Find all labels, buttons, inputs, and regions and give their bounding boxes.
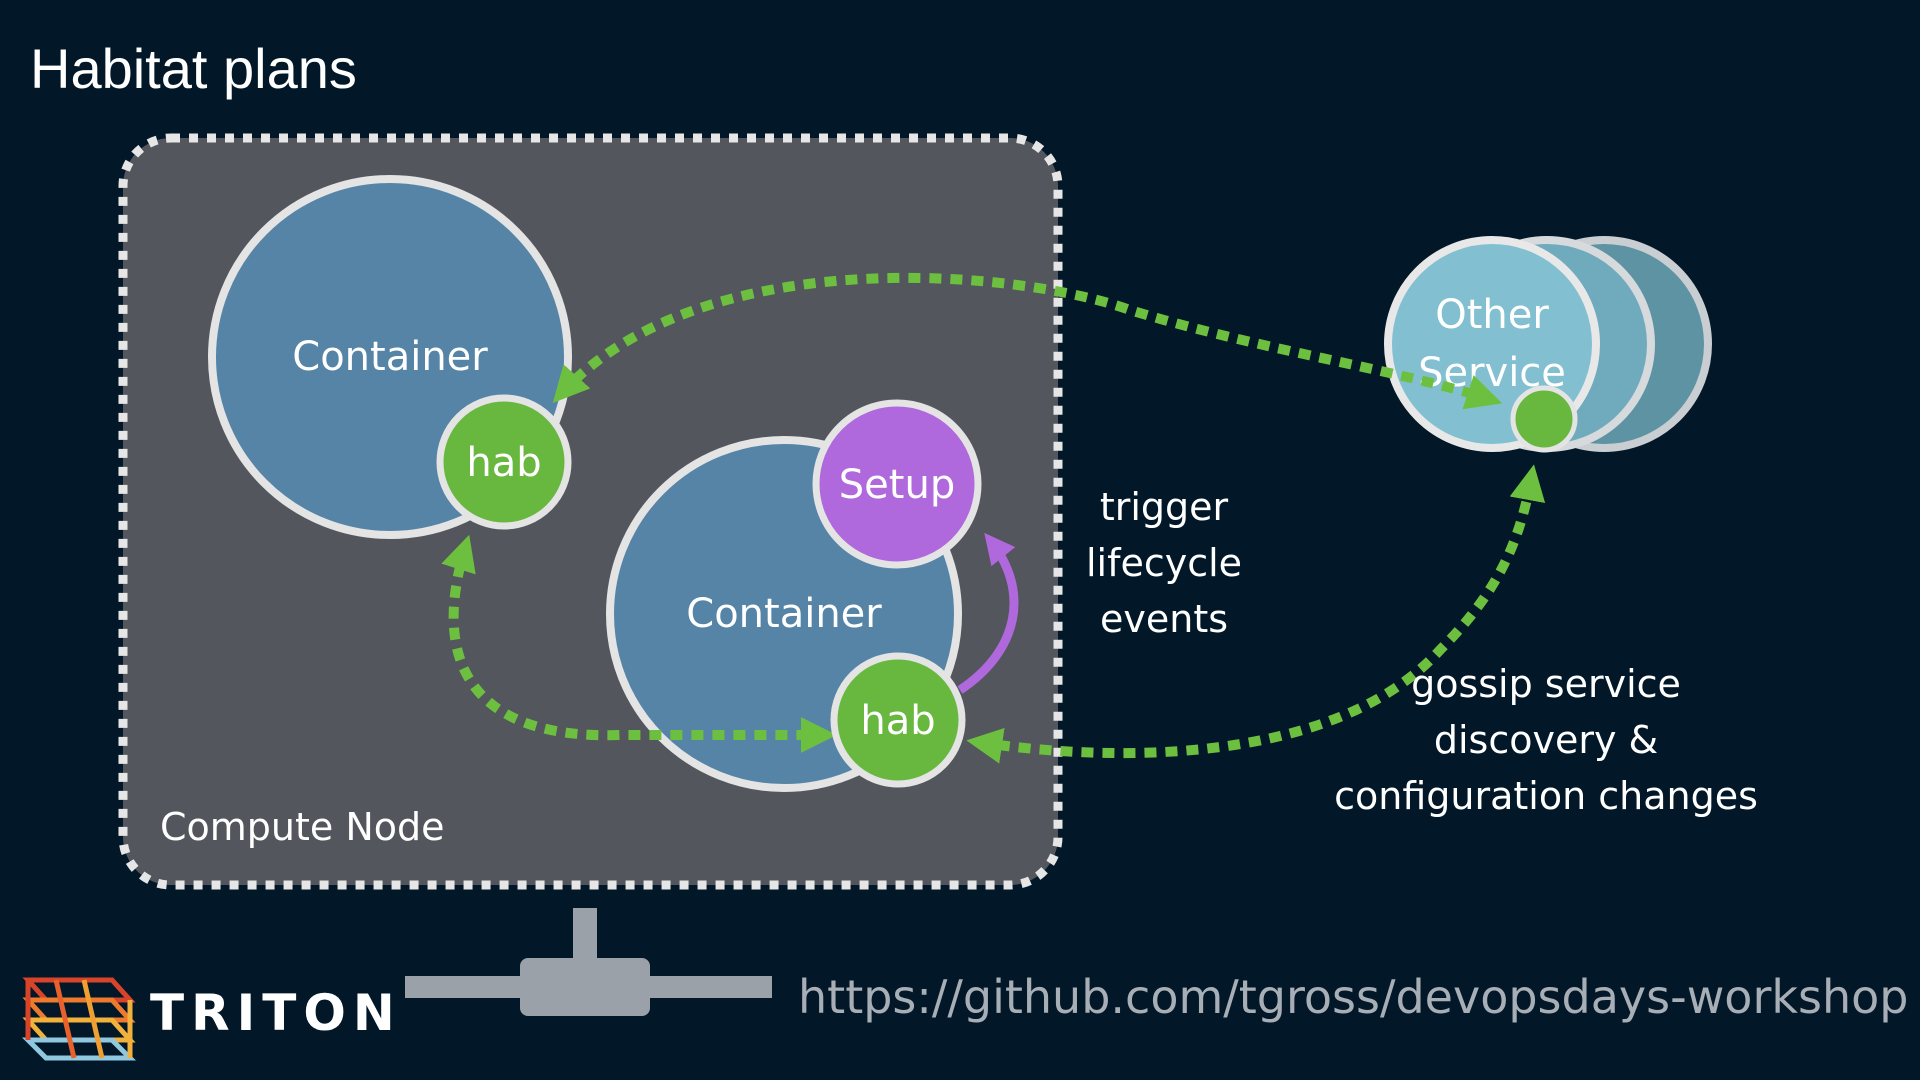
compute-node-label: Compute Node — [160, 805, 445, 849]
network-stand-icon — [405, 908, 772, 1016]
hab-top-label: hab — [466, 440, 541, 486]
setup-label: Setup — [839, 462, 955, 508]
hab-bottom — [830, 652, 966, 788]
lifecycle-text-line1: trigger — [1100, 485, 1229, 529]
container-bottom-label: Container — [686, 591, 882, 637]
gossip-arrow-right — [966, 464, 1546, 764]
other-service-label-line1: Other — [1435, 292, 1549, 338]
gossip-arrow-left — [441, 534, 837, 753]
container-top-label: Container — [292, 334, 488, 380]
hab-bottom-label: hab — [860, 698, 935, 744]
gossip-text-line2: discovery & — [1434, 718, 1658, 762]
lifecycle-arrow — [957, 532, 1019, 694]
lifecycle-text-line3: events — [1100, 597, 1228, 641]
workshop-url[interactable]: https://github.com/tgross/devopsdays-wor… — [798, 970, 1909, 1024]
gossip-arrow-top — [552, 272, 1503, 410]
lifecycle-text-line2: lifecycle — [1086, 541, 1242, 585]
hab-top — [436, 394, 572, 530]
triton-brand: TRITON — [150, 984, 402, 1042]
gossip-text-line3: configuration changes — [1334, 774, 1758, 818]
other-service-hab-dot — [1510, 385, 1578, 453]
slide-title: Habitat plans — [30, 37, 357, 100]
gossip-text-line1: gossip service — [1411, 662, 1681, 706]
triton-logo-icon — [21, 977, 137, 1061]
setup-circle — [812, 399, 982, 569]
